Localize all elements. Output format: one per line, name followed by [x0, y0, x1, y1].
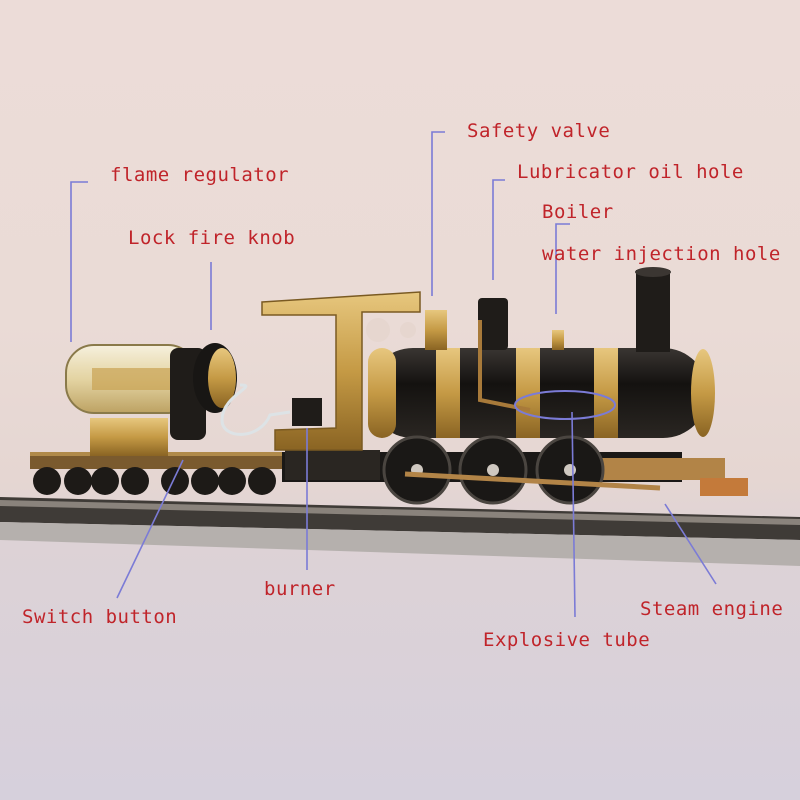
tender-wagon: [30, 343, 291, 495]
label-explosive-tube: Explosive tube: [483, 629, 651, 651]
label-lubricator-oil-hole: Lubricator oil hole: [517, 161, 744, 183]
label-water-injection-hole: water injection hole: [542, 243, 781, 265]
label-safety-valve: Safety valve: [467, 120, 611, 142]
leader-lubricator: [492, 179, 505, 280]
leader-lines: [70, 131, 717, 618]
leader-explosive-tube: [571, 411, 576, 618]
label-burner: burner: [264, 578, 336, 600]
leader-water-injection: [555, 223, 570, 314]
locomotive-body: [261, 267, 748, 505]
leader-safety-valve: [431, 131, 445, 296]
rail-track: [0, 497, 800, 566]
leader-switch-button: [116, 459, 184, 599]
label-lock-fire-knob: Lock fire knob: [128, 227, 296, 249]
leader-flame-regulator: [70, 181, 88, 342]
leader-steam-engine: [664, 503, 717, 585]
label-flame-regulator: flame regulator: [110, 164, 290, 186]
label-boiler: Boiler: [542, 201, 614, 223]
label-steam-engine: Steam engine: [640, 598, 784, 620]
label-switch-button: Switch button: [22, 606, 178, 628]
